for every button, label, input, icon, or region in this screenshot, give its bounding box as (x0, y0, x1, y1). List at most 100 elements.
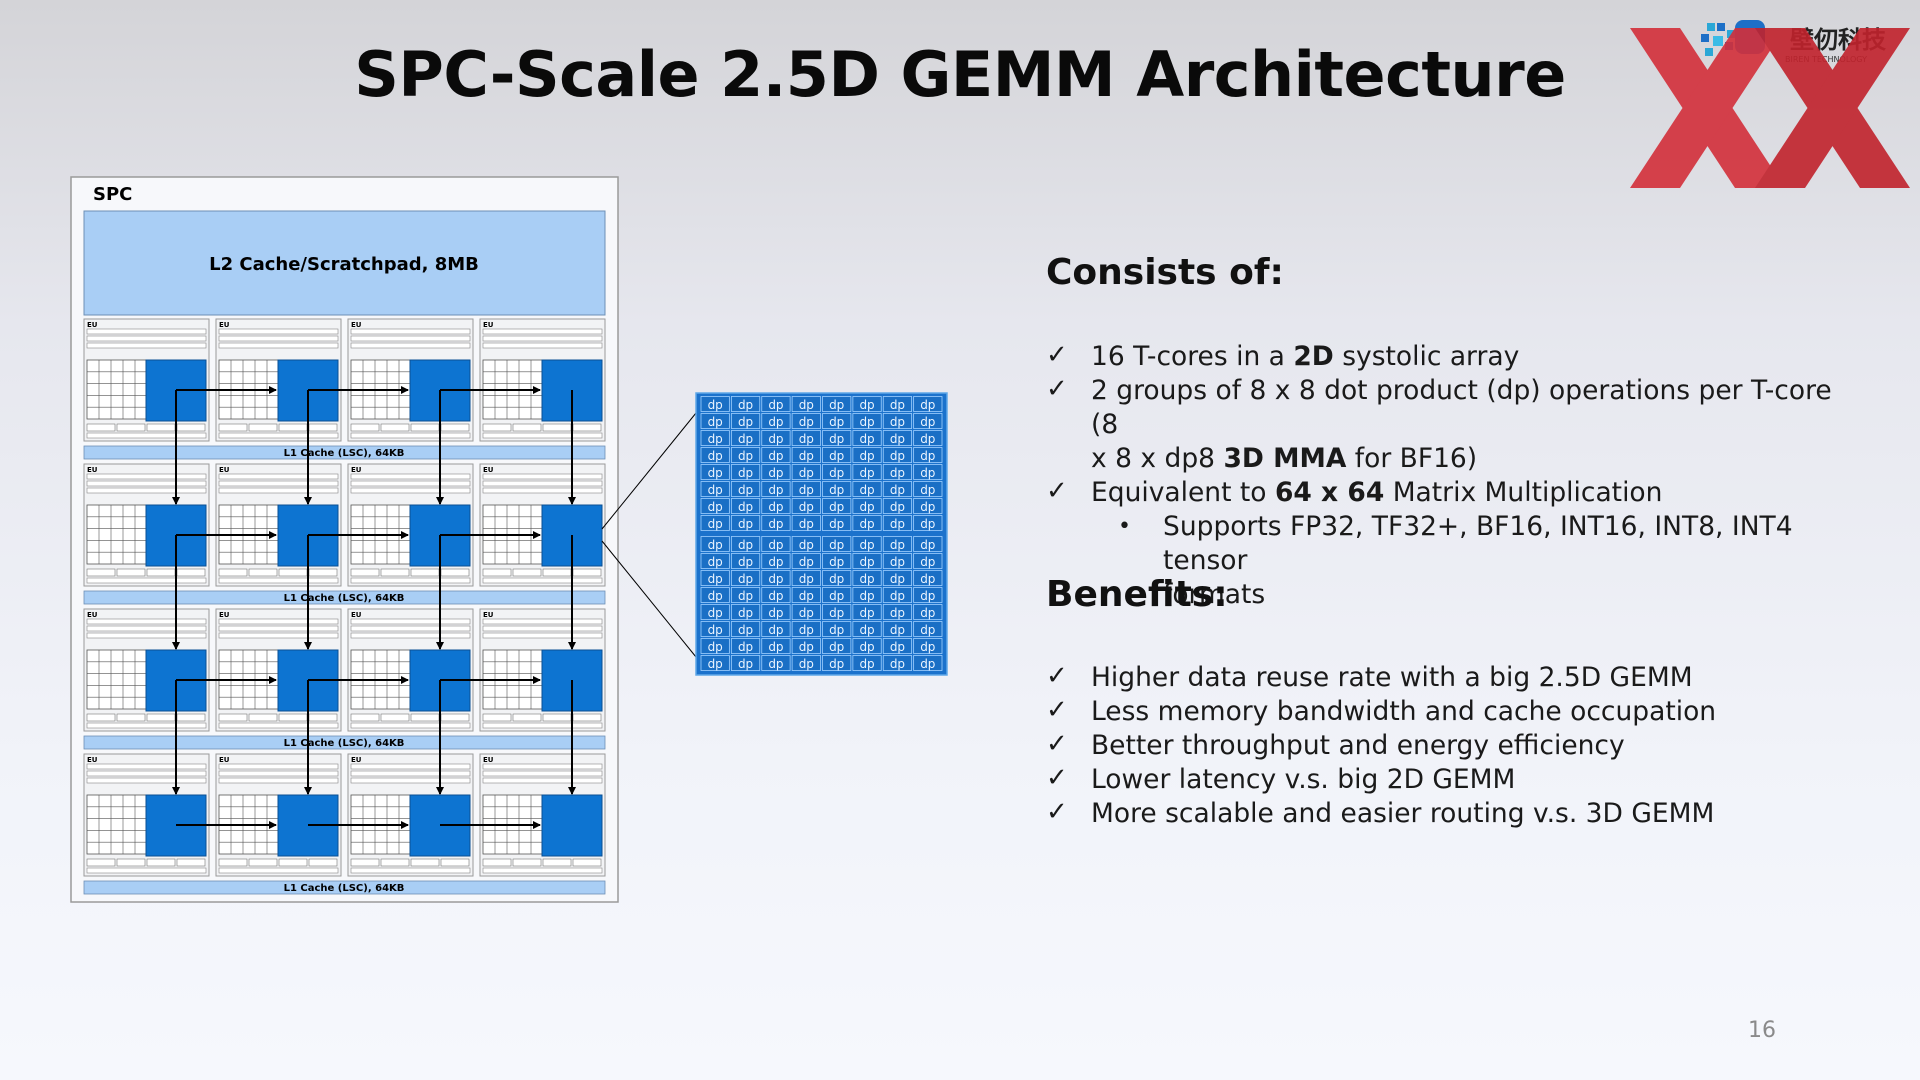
sub-unit-box (86, 858, 116, 867)
sub-unit-box (572, 568, 602, 577)
dp-label: dp (768, 500, 783, 514)
eu-label: EU (351, 466, 362, 474)
dp-label: dp (708, 623, 723, 637)
register-bar (482, 722, 603, 729)
dp-cell (882, 413, 913, 429)
sub-unit-box (542, 568, 572, 577)
dp-label: dp (738, 606, 753, 620)
eu-cell: EU (479, 463, 606, 587)
dp-cell (730, 498, 761, 514)
dp-label: dp (799, 398, 814, 412)
dp-label: dp (829, 398, 844, 412)
dp-cell (852, 396, 882, 412)
dp-cell (882, 464, 913, 480)
register-bar (218, 777, 339, 784)
dp-label: dp (859, 517, 874, 531)
register-bar (350, 335, 471, 342)
dp-label: dp (829, 483, 844, 497)
dp-cell (852, 638, 882, 654)
sub-unit-box (482, 858, 512, 867)
dp-label: dp (829, 449, 844, 463)
register-bar (218, 722, 339, 729)
dp-cell (913, 570, 943, 586)
dp-cell (913, 430, 943, 446)
dp-cell (852, 464, 882, 480)
register-bar (350, 632, 471, 639)
dp-label: dp (890, 555, 905, 569)
sub-unit-box (350, 423, 380, 432)
dp-cell (882, 553, 913, 569)
dp-label: dp (829, 606, 844, 620)
dp-label: dp (799, 623, 814, 637)
dp-cell (913, 604, 943, 620)
dp-cell (791, 570, 821, 586)
list-item: ✓ 16 T-cores in a 2D systolic array (1046, 340, 1520, 372)
dp-label: dp (708, 432, 723, 446)
register-bar (218, 632, 339, 639)
dp-cell (913, 587, 943, 603)
dp-label: dp (890, 398, 905, 412)
dp-cell (700, 621, 730, 637)
register-bar (482, 770, 603, 777)
dp-label: dp (829, 623, 844, 637)
register-bar (350, 618, 471, 625)
sub-unit-box (410, 568, 440, 577)
checkmark-icon: ✓ (1046, 695, 1068, 725)
sub-unit-box (278, 423, 308, 432)
l1-cache-bar (83, 880, 606, 895)
register-grid (86, 359, 148, 420)
dp-label: dp (799, 538, 814, 552)
dp-cell (761, 638, 791, 654)
sub-unit-box (278, 858, 308, 867)
dp-label: dp (829, 500, 844, 514)
dp-label: dp (708, 415, 723, 429)
dp-cell (822, 553, 852, 569)
dp-cell (822, 621, 852, 637)
dp-label: dp (920, 589, 935, 603)
dp-label: dp (890, 449, 905, 463)
register-bar (86, 328, 207, 335)
register-grid (86, 504, 148, 565)
dp-label: dp (708, 572, 723, 586)
dp-label: dp (768, 517, 783, 531)
checkmark-icon: ✓ (1046, 797, 1068, 827)
dp-label: dp (708, 483, 723, 497)
dp-label: dp (768, 623, 783, 637)
dp-cell (791, 413, 821, 429)
register-bar (482, 432, 603, 439)
sub-unit-box (410, 713, 440, 722)
sub-unit-box (410, 858, 440, 867)
register-bar (218, 473, 339, 480)
l1-cache-bar (83, 590, 606, 605)
register-bar (350, 328, 471, 335)
dp-label: dp (768, 449, 783, 463)
dp-cell (852, 447, 882, 463)
dp-cell (852, 621, 882, 637)
dp-label: dp (859, 415, 874, 429)
dp-label: dp (768, 483, 783, 497)
list-item: ✓ Equivalent to 64 x 64 Matrix Multiplic… (1046, 476, 1663, 508)
dp-label: dp (738, 466, 753, 480)
register-bar (218, 577, 339, 584)
eu-cell: EU (83, 608, 210, 732)
eu-cell: EU (215, 753, 342, 877)
dp-cell (761, 430, 791, 446)
register-bar (350, 480, 471, 487)
dp-cell (730, 553, 761, 569)
l1-cache-label: L1 Cache (LSC), 64KB (284, 738, 405, 749)
register-bar (86, 473, 207, 480)
dp-label: dp (708, 538, 723, 552)
slide-title: SPC-Scale 2.5D GEMM Architecture (354, 38, 1566, 111)
dp-cell (913, 498, 943, 514)
dp-cell (700, 447, 730, 463)
dp-cell (791, 396, 821, 412)
dp-cell (730, 464, 761, 480)
register-bar (482, 473, 603, 480)
dp-label: dp (708, 640, 723, 654)
l2-cache-block (83, 210, 606, 316)
register-bar (218, 618, 339, 625)
dp-label: dp (890, 589, 905, 603)
sub-unit-box (278, 713, 308, 722)
dp-cell (822, 430, 852, 446)
